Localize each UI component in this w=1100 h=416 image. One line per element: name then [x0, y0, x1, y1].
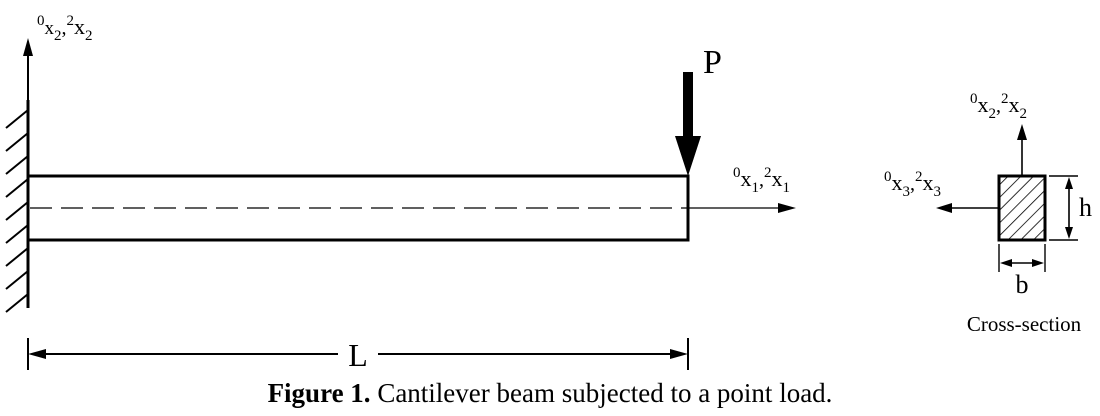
figure-caption: Figure 1. Cantilever beam subjected to a…: [0, 376, 1100, 410]
beam-vertical-axis-label: 0x2,2x2: [37, 13, 93, 44]
section-lateral-axis-label: 0x3,2x3: [884, 169, 941, 200]
length-dimension: [27, 338, 689, 370]
beam-centerline: [30, 203, 796, 213]
width-label: b: [1016, 270, 1029, 299]
height-arrowhead-bottom: [1065, 227, 1073, 239]
section-vertical-arrowhead: [1017, 124, 1027, 140]
section-lateral-arrowhead: [936, 203, 952, 213]
length-arrowhead-left: [28, 349, 46, 359]
beam-vertical-axis: [23, 38, 33, 105]
point-load-arrow: [675, 72, 701, 176]
cross-section-rectangle: [997, 174, 1047, 242]
support-hatching: [5, 109, 29, 313]
vertical-axis-arrowhead: [23, 38, 33, 56]
figure-caption-prefix: Figure 1.: [267, 378, 371, 408]
cross-section: [936, 124, 1078, 272]
axial-axis-arrowhead: [778, 203, 796, 213]
length-arrowhead-right: [670, 349, 688, 359]
height-label: h: [1079, 193, 1092, 222]
length-label: L: [348, 337, 368, 373]
width-arrowhead-right: [1032, 259, 1044, 267]
load-arrowhead: [675, 136, 701, 176]
load-label: P: [703, 44, 722, 81]
height-arrowhead-top: [1065, 177, 1073, 189]
section-vertical-axis-label: 0x2,2x2: [970, 91, 1027, 122]
width-arrowhead-left: [1000, 259, 1012, 267]
fixed-support: [5, 100, 30, 313]
beam-axial-axis-label: 0x1,2x1: [733, 165, 790, 196]
figure-caption-text: Cantilever beam subjected to a point loa…: [370, 378, 833, 408]
cross-section-label: Cross-section: [967, 312, 1082, 336]
